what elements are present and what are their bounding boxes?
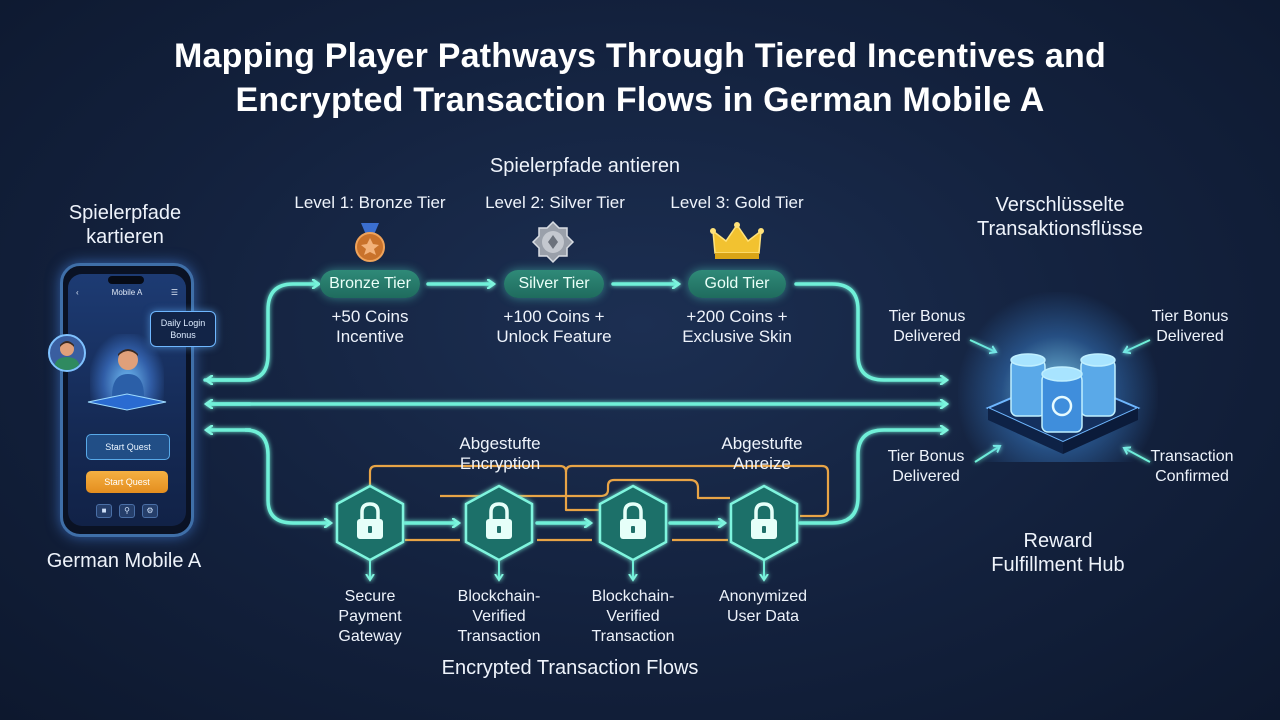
flow-node-3-line-1: Blockchain- (591, 588, 675, 605)
lock-nodes (335, 484, 799, 562)
tier-1-reward-line-1: +50 Coins (331, 307, 409, 326)
flow-node-2-line-1: Blockchain- (457, 588, 541, 605)
hub-note-tl-line-1: Tier Bonus (888, 308, 966, 325)
hub-caption: Reward Fulfillment Hub (968, 529, 1148, 577)
search-icon[interactable]: ⚲ (119, 504, 135, 518)
left-heading-line-2: kartieren (86, 226, 164, 248)
encryption-label-left-line-1: Abgestufte (459, 434, 541, 453)
left-heading-line-1: Spielerpfade (68, 202, 182, 224)
phone-mockup: ‹ Mobile A ☰ Start Quest Start Quest ■ ⚲… (60, 263, 194, 537)
bubble-line-1: Daily Login (160, 318, 206, 328)
flow-node-4-line-2: User Data (726, 608, 800, 625)
flow-node-1-line-2: Payment (338, 608, 402, 625)
encryption-label-right: Abgestufte Anreize (692, 434, 832, 474)
left-caption: German Mobile A (46, 550, 202, 572)
tier-2-level-label: Level 2: Silver Tier (485, 193, 625, 212)
hub-caption-line-1: Reward (1023, 530, 1093, 552)
flow-node-1-line-3: Gateway (338, 628, 402, 645)
gold-crown-icon (710, 222, 764, 259)
encryption-line-upper-right (564, 464, 830, 518)
tier-1-reward: +50 Coins Incentive (290, 307, 450, 347)
encryption-label-right-line-1: Abgestufte (721, 434, 803, 453)
start-quest-button-primary[interactable]: Start Quest (86, 434, 170, 460)
connector-gold-to-hub (794, 282, 946, 380)
flow-node-3-line-2: Verified (606, 608, 660, 625)
platform-base-icon (87, 393, 167, 411)
right-heading: Verschlüsselte Transaktionsflüsse (950, 193, 1170, 241)
tier-3-reward-line-2: Exclusive Skin (682, 327, 792, 346)
start-quest-button-secondary[interactable]: Start Quest (86, 471, 168, 493)
home-icon[interactable]: ■ (96, 504, 112, 518)
flow-caption: Encrypted Transaction Flows (441, 657, 699, 679)
menu-icon[interactable]: ☰ (170, 288, 178, 297)
left-heading: Spielerpfade kartieren (40, 201, 210, 249)
flow-node-2-line-2: Verified (472, 608, 526, 625)
encryption-label-right-line-2: Anreize (733, 454, 791, 473)
flow-node-3-label: Blockchain- Verified Transaction (568, 587, 698, 647)
hub-note-bottom-left: Tier Bonus Delivered (866, 447, 986, 487)
page-title: Mapping Player Pathways Through Tiered I… (0, 34, 1280, 122)
connector-lock-to-hub (798, 430, 946, 525)
lock-node-4 (729, 484, 799, 562)
back-icon[interactable]: ‹ (76, 288, 79, 297)
hub-note-bl-line-1: Tier Bonus (887, 448, 965, 465)
bronze-medal-icon (355, 223, 385, 262)
hub-note-bl-line-2: Delivered (892, 468, 960, 485)
bubble-line-2: Bonus (170, 330, 196, 340)
right-heading-line-1: Verschlüsselte (995, 194, 1125, 216)
hub-caption-line-2: Fulfillment Hub (991, 554, 1125, 576)
tier-3-reward-line-1: +200 Coins + (686, 307, 788, 326)
tier-1-level-label: Level 1: Bronze Tier (294, 193, 446, 212)
phone-icon-row: ■ ⚲ ⚙ (96, 504, 158, 518)
server-hub-icon (985, 353, 1141, 454)
lock-node-3 (598, 484, 668, 562)
tier-2-pill[interactable]: Silver Tier (504, 270, 604, 298)
hub-note-top-left: Tier Bonus Delivered (868, 307, 986, 347)
tier-3-pill[interactable]: Gold Tier (688, 270, 786, 298)
flow-node-3-line-3: Transaction (591, 628, 675, 645)
hub-note-tl-line-2: Delivered (893, 328, 961, 345)
tier-2-reward-line-1: +100 Coins + (503, 307, 605, 326)
daily-login-bubble: Daily Login Bonus (150, 311, 216, 347)
title-line-2: Encrypted Transaction Flows in German Mo… (235, 81, 1045, 119)
phone-header: ‹ Mobile A ☰ (68, 288, 186, 297)
tier-3-reward: +200 Coins + Exclusive Skin (657, 307, 817, 347)
flow-node-2-label: Blockchain- Verified Transaction (434, 587, 564, 647)
silver-badge-icon (531, 220, 575, 264)
right-heading-line-2: Transaktionsflüsse (977, 218, 1143, 240)
settings-icon[interactable]: ⚙ (142, 504, 158, 518)
lock-node-2 (464, 484, 534, 562)
tier-2-reward: +100 Coins + Unlock Feature (474, 307, 634, 347)
lock-node-1 (335, 484, 405, 562)
tier-2-reward-line-2: Unlock Feature (496, 327, 612, 346)
hub-note-br-line-2: Confirmed (1155, 468, 1229, 485)
title-line-1: Mapping Player Pathways Through Tiered I… (174, 37, 1106, 75)
top-header: Spielerpfade antieren (489, 155, 681, 177)
hub-note-tr-line-2: Delivered (1156, 328, 1224, 345)
tier-3-level-label: Level 3: Gold Tier (670, 193, 804, 212)
flow-node-1-label: Secure Payment Gateway (310, 587, 430, 647)
user-avatar-icon (54, 341, 80, 370)
connector-phone-to-bronze (203, 284, 318, 382)
encryption-label-left: Abgestufte Encryption (430, 434, 570, 474)
hub-note-bottom-right: Transaction Confirmed (1130, 447, 1254, 487)
flow-node-1-line-1: Secure (344, 588, 396, 605)
hub-note-top-right: Tier Bonus Delivered (1130, 307, 1250, 347)
hub-note-tr-line-1: Tier Bonus (1151, 308, 1229, 325)
flow-node-2-line-3: Transaction (457, 628, 541, 645)
phone-notch (108, 276, 144, 284)
tier-1-pill[interactable]: Bronze Tier (320, 270, 420, 298)
flow-node-4-label: Anonymized User Data (698, 587, 828, 627)
hub-note-br-line-1: Transaction (1150, 448, 1234, 465)
flow-node-4-line-1: Anonymized (718, 588, 808, 605)
connector-phone-to-lock (244, 428, 330, 523)
tier-1-reward-line-2: Incentive (335, 327, 405, 346)
phone-title: Mobile A (111, 288, 143, 297)
player-avatar-icon (112, 349, 144, 396)
encryption-label-left-line-2: Encryption (459, 454, 541, 473)
user-avatar (48, 334, 86, 372)
